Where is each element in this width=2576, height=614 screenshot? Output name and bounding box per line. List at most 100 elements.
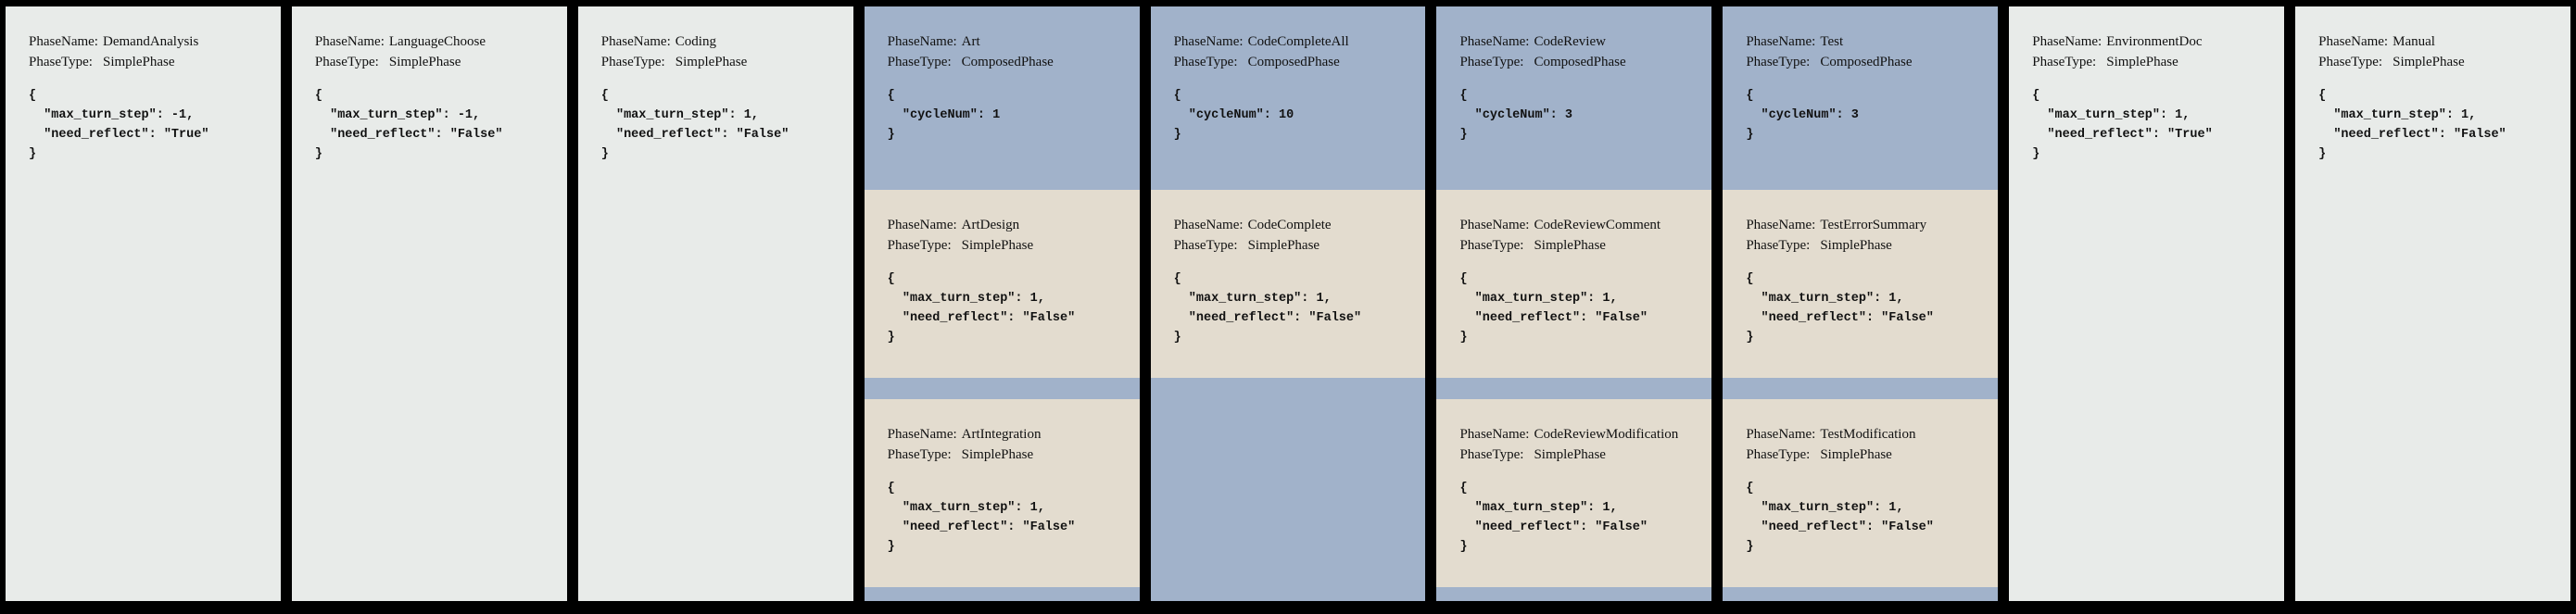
phase-type-row: PhaseType: ComposedPhase — [888, 52, 1130, 72]
phase-config-json: { "max_turn_step": 1, "need_reflect": "F… — [1174, 269, 1417, 347]
phase-type-value: SimplePhase — [961, 447, 1034, 462]
config-line: { — [887, 89, 895, 103]
phase-header: PhaseName: Test PhaseType: ComposedPhase… — [1723, 6, 1998, 190]
phase-name-label: PhaseName: — [1173, 218, 1244, 232]
phase-type-label: PhaseType: — [29, 55, 93, 69]
phase-type-label: PhaseType: — [887, 447, 952, 462]
phase-name-value: CodeReviewModification — [1534, 427, 1679, 442]
phase-type-value: SimplePhase — [1820, 447, 1892, 462]
phase-type-row: PhaseType: ComposedPhase — [1174, 52, 1417, 72]
phase-name-value: Manual — [2393, 34, 2435, 49]
phase-name-label: PhaseName: — [314, 34, 385, 49]
config-line: } — [887, 331, 895, 345]
phase-name-value: TestErrorSummary — [1820, 218, 1927, 232]
phase-name-label: PhaseName: — [887, 218, 957, 232]
phase-name-value: Coding — [675, 34, 716, 49]
phase-name-label: PhaseName: — [29, 34, 98, 49]
phase-type-row: PhaseType: SimplePhase — [315, 52, 558, 72]
phase-type-label: PhaseType: — [1173, 55, 1238, 69]
phase-name-label: PhaseName: — [1459, 34, 1530, 49]
phase-type-value: SimplePhase — [388, 55, 461, 69]
phase-type-label: PhaseType: — [887, 238, 952, 253]
config-line: "need_reflect": "False" — [1746, 520, 1934, 534]
config-line: "need_reflect": "False" — [1746, 311, 1934, 325]
phase-name-row: PhaseName: CodeReviewModification — [1459, 424, 1702, 445]
phase-config-json: { "cycleNum": 3} — [1459, 86, 1702, 144]
config-line: { — [1746, 89, 1754, 103]
config-line: "max_turn_step": 1, — [2318, 108, 2477, 122]
phase-config-json: { "max_turn_step": 1, "need_reflect": "F… — [1746, 479, 1989, 557]
config-line: } — [1746, 331, 1754, 345]
phase-name-value: EnvironmentDoc — [2106, 34, 2203, 49]
subphase-list: PhaseName: ArtDesign PhaseType: SimplePh… — [864, 190, 1140, 587]
phase-type-value: SimplePhase — [675, 55, 748, 69]
config-line: { — [2032, 89, 2040, 103]
phase-type-label: PhaseType: — [2318, 55, 2383, 69]
phase-name-value: DemandAnalysis — [103, 34, 199, 49]
phase-name-value: CodeReview — [1534, 34, 1606, 49]
config-line: } — [2032, 147, 2040, 161]
phase-type-row: PhaseType: ComposedPhase — [1746, 52, 1989, 72]
phase-type-row: PhaseType: SimplePhase — [2318, 52, 2561, 72]
config-line: { — [1459, 89, 1468, 103]
phase-config-json: { "cycleNum": 10} — [1174, 86, 1417, 144]
phase-type-value: ComposedPhase — [1534, 55, 1626, 69]
config-line: } — [1173, 128, 1181, 142]
config-line: { — [1746, 272, 1754, 286]
phase-type-value: SimplePhase — [1247, 238, 1320, 253]
config-line: "max_turn_step": 1, — [887, 292, 1045, 306]
phase-config-json: { "max_turn_step": -1, "need_reflect": "… — [315, 86, 558, 164]
config-line: { — [2318, 89, 2327, 103]
phase-header: PhaseName: EnvironmentDoc PhaseType: Sim… — [2009, 6, 2284, 164]
phase-type-label: PhaseType: — [887, 55, 952, 69]
config-line: { — [1173, 272, 1181, 286]
phase-name-row: PhaseName: ArtDesign — [888, 215, 1130, 235]
subphase-card-TestModification: PhaseName: TestModification PhaseType: S… — [1723, 399, 1999, 587]
config-line: "need_reflect": "False" — [1173, 311, 1362, 325]
phase-name-label: PhaseName: — [887, 427, 957, 442]
phase-card-CodeCompleteAll: PhaseName: CodeCompleteAll PhaseType: Co… — [1150, 6, 1426, 601]
config-line: } — [1746, 128, 1754, 142]
phase-type-row: PhaseType: SimplePhase — [29, 52, 271, 72]
config-line: "max_turn_step": 1, — [1459, 292, 1618, 306]
phase-name-row: PhaseName: CodeComplete — [1174, 215, 1417, 235]
phase-config-json: { "max_turn_step": 1, "need_reflect": "F… — [601, 86, 844, 164]
subphase-card-TestErrorSummary: PhaseName: TestErrorSummary PhaseType: S… — [1723, 190, 1999, 378]
phase-type-value: SimplePhase — [2106, 55, 2178, 69]
phase-config-json: { "max_turn_step": 1, "need_reflect": "F… — [1459, 269, 1702, 347]
config-line: "max_turn_step": -1, — [314, 108, 481, 122]
phase-name-row: PhaseName: TestModification — [1746, 424, 1989, 445]
config-line: "need_reflect": "False" — [2318, 128, 2507, 142]
phase-type-label: PhaseType: — [314, 55, 379, 69]
phase-name-value: CodeCompleteAll — [1247, 34, 1349, 49]
config-line: "cycleNum": 1 — [887, 108, 1001, 122]
phase-name-label: PhaseName: — [1746, 427, 1816, 442]
phase-header: PhaseName: CodeReview PhaseType: Compose… — [1436, 6, 1711, 190]
phase-type-row: PhaseType: SimplePhase — [888, 445, 1130, 465]
config-line: } — [2318, 147, 2327, 161]
subphase-card-ArtIntegration: PhaseName: ArtIntegration PhaseType: Sim… — [864, 399, 1140, 587]
phase-header: PhaseName: Art PhaseType: ComposedPhase … — [865, 6, 1140, 190]
config-line: } — [29, 147, 37, 161]
subphase-card-CodeReviewComment: PhaseName: CodeReviewComment PhaseType: … — [1436, 190, 1712, 378]
phase-type-row: PhaseType: SimplePhase — [2032, 52, 2275, 72]
phase-type-value: SimplePhase — [103, 55, 175, 69]
phase-header: PhaseName: Coding PhaseType: SimplePhase… — [578, 6, 853, 164]
phase-card-Coding: PhaseName: Coding PhaseType: SimplePhase… — [577, 6, 853, 601]
config-line: "cycleNum": 3 — [1746, 108, 1859, 122]
phase-type-value: SimplePhase — [2393, 55, 2465, 69]
config-line: } — [887, 128, 895, 142]
phase-config-json: { "cycleNum": 1} — [888, 86, 1130, 144]
phase-type-label: PhaseType: — [1746, 55, 1811, 69]
phase-type-label: PhaseType: — [1459, 55, 1524, 69]
phase-type-row: PhaseType: ComposedPhase — [1459, 52, 1702, 72]
phase-type-row: PhaseType: SimplePhase — [1746, 445, 1989, 465]
phase-type-value: SimplePhase — [961, 238, 1034, 253]
config-line: "cycleNum": 3 — [1459, 108, 1572, 122]
config-line: "need_reflect": "False" — [887, 311, 1076, 325]
phase-config-json: { "max_turn_step": 1, "need_reflect": "F… — [888, 479, 1130, 557]
phase-header: PhaseName: CodeCompleteAll PhaseType: Co… — [1151, 6, 1426, 190]
config-line: { — [29, 89, 37, 103]
phase-card-Art: PhaseName: Art PhaseType: ComposedPhase … — [864, 6, 1140, 601]
